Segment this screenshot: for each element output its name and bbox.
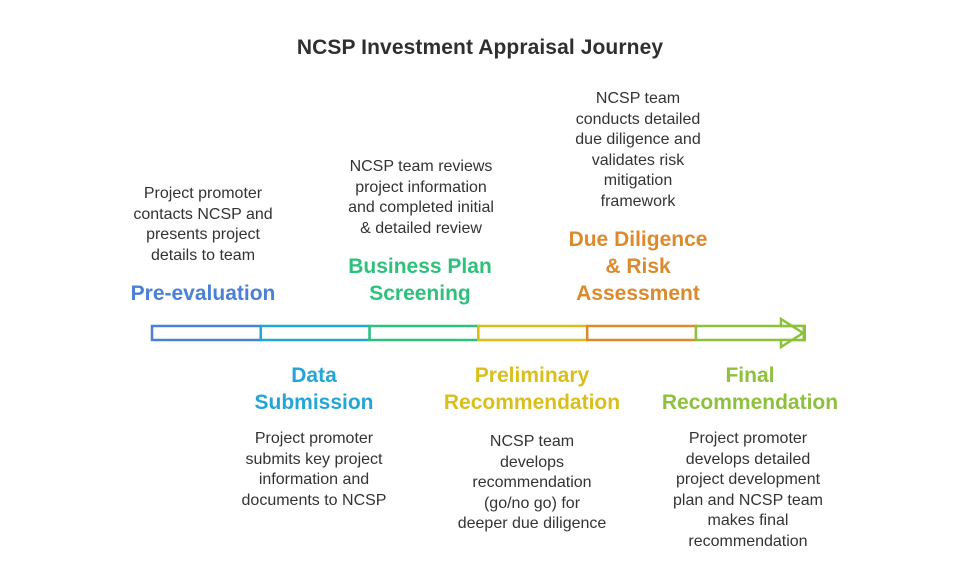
- text-line: Business Plan: [348, 255, 492, 278]
- step-description-pre-evaluation: Project promoter contacts NCSP and present…: [113, 184, 293, 266]
- text-line: Recommendation: [443, 391, 621, 414]
- text-line: contacts NCSP and: [133, 205, 273, 223]
- text-line: documents to NCSP: [241, 491, 387, 509]
- text-line: makes final: [707, 512, 789, 529]
- text-line: Assessment: [576, 282, 700, 305]
- text-line: framework: [600, 192, 676, 210]
- text-line: conducts detailed: [575, 110, 701, 128]
- step-description-business-plan-screening: NCSP team reviews project information and …: [321, 157, 521, 239]
- text-line: Project promoter: [143, 185, 263, 202]
- text-line: plan and NCSP team: [672, 491, 823, 509]
- text-line: Preliminary: [474, 364, 590, 387]
- text-line: project information: [355, 178, 487, 196]
- timeline-segment-due-diligence-risk-assessment: [585, 324, 698, 342]
- text-line: project development: [675, 471, 821, 488]
- step-title-pre-evaluation: Pre-evaluation: [103, 280, 303, 307]
- text-line: details to team: [150, 246, 256, 264]
- text-line: Final: [725, 364, 775, 387]
- text-line: Pre-evaluation: [130, 282, 276, 305]
- text-line: Recommendation: [661, 391, 839, 414]
- text-line: due diligence and: [575, 131, 701, 148]
- timeline-segment-data-submission: [259, 324, 371, 342]
- text-line: NCSP team: [595, 90, 681, 107]
- step-description-data-submission: Project promoter submits key project infor…: [214, 429, 414, 511]
- text-line: NCSP team reviews: [349, 158, 493, 175]
- timeline-arrowhead: [779, 316, 806, 350]
- text-line: (go/no go) for: [483, 494, 581, 512]
- text-line: mitigation: [603, 172, 673, 189]
- text-line: information and: [258, 471, 370, 488]
- text-line: Project promoter: [688, 430, 808, 447]
- timeline-segment-final-recommendation: [694, 324, 807, 342]
- step-description-final-recommendation: Project promoter develops detailed project…: [648, 429, 848, 552]
- timeline-segment-business-plan-screening: [368, 324, 480, 342]
- text-line: deeper due diligence: [457, 515, 607, 532]
- step-description-due-diligence-risk-assessment: NCSP team conducts detailed due diligence …: [548, 89, 728, 212]
- text-line: Due Diligence: [568, 228, 708, 251]
- text-line: and completed initial: [348, 199, 494, 216]
- text-line: & Risk: [605, 255, 671, 278]
- text-line: recommendation: [472, 474, 592, 491]
- text-line: recommendation: [688, 532, 808, 550]
- step-description-preliminary-recommendation: NCSP team develops recommendation (go/no go…: [432, 432, 632, 535]
- text-line: develops: [499, 453, 565, 471]
- text-line: presents project: [146, 226, 260, 243]
- text-line: submits key project: [245, 450, 383, 468]
- text-line: Submission: [254, 391, 374, 414]
- text-line: validates risk: [591, 151, 685, 169]
- text-line: Project promoter: [254, 430, 374, 447]
- text-line: Screening: [369, 282, 471, 305]
- text-line: develops detailed: [685, 450, 811, 468]
- text-line: NCSP team: [489, 433, 575, 450]
- timeline-segment-preliminary-recommendation: [477, 324, 589, 342]
- text-line: Data: [291, 364, 337, 387]
- text-line: & detailed review: [360, 219, 482, 237]
- page-title: NCSP Investment Appraisal Journey: [296, 36, 664, 59]
- timeline-segment-pre-evaluation: [150, 324, 263, 342]
